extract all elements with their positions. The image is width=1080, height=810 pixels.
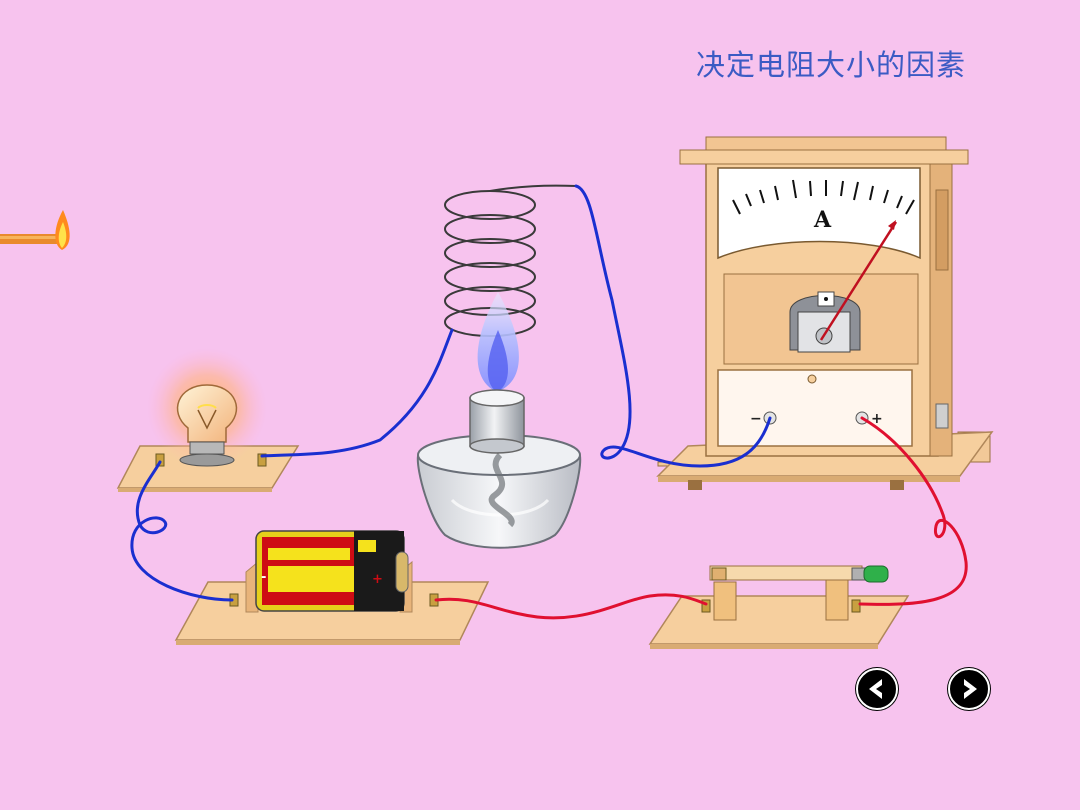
previous-slide-button[interactable] <box>856 668 898 710</box>
ammeter-negative-label: − <box>750 411 762 427</box>
alcohol-lamp <box>416 389 582 549</box>
battery-positive-label: + <box>372 572 383 587</box>
light-bulb <box>147 348 267 468</box>
resistance-coil <box>444 184 577 337</box>
flame <box>477 292 519 392</box>
ammeter: A − + <box>656 136 994 490</box>
previous-icon <box>869 679 882 699</box>
next-slide-button[interactable] <box>948 668 990 710</box>
ammeter-mechanism <box>789 291 861 353</box>
ammeter-dial-label: A <box>813 207 832 233</box>
matchstick <box>0 210 70 250</box>
ammeter-positive-label: + <box>871 411 883 427</box>
battery: + - <box>255 530 409 612</box>
battery-negative-label: - <box>261 570 266 585</box>
slide-title: 决定电阻大小的因素 <box>696 48 967 82</box>
switch-board <box>648 565 910 649</box>
blue-wires <box>130 184 772 602</box>
next-icon <box>964 679 977 699</box>
red-wires <box>434 416 968 620</box>
ammeter-needle <box>819 221 898 341</box>
